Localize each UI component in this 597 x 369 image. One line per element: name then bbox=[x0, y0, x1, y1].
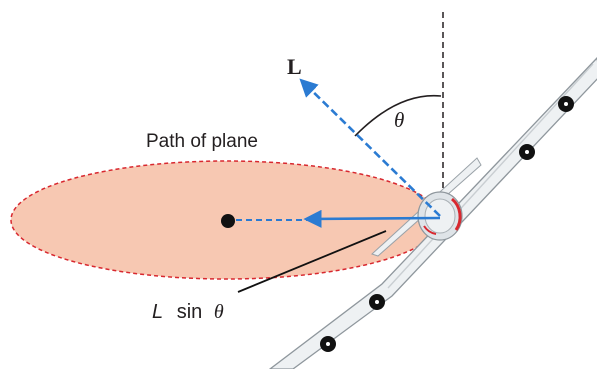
center-dot bbox=[221, 214, 235, 228]
angle-arc bbox=[354, 94, 442, 137]
lift-vector-arrow bbox=[299, 78, 441, 217]
lift-label: L bbox=[287, 54, 302, 79]
l-sin-theta-var: L bbox=[152, 301, 163, 323]
fuselage bbox=[268, 57, 597, 369]
l-sin-theta-label: L sin θ bbox=[152, 301, 224, 323]
horizontal-component-arrow bbox=[303, 209, 441, 228]
l-sin-theta-fn: sin bbox=[177, 301, 203, 323]
theta-label: θ bbox=[394, 108, 404, 132]
path-label: Path of plane bbox=[146, 131, 258, 152]
l-sin-theta-angle: θ bbox=[214, 301, 224, 323]
airplane bbox=[268, 57, 597, 369]
label-pointer-line bbox=[237, 230, 387, 293]
